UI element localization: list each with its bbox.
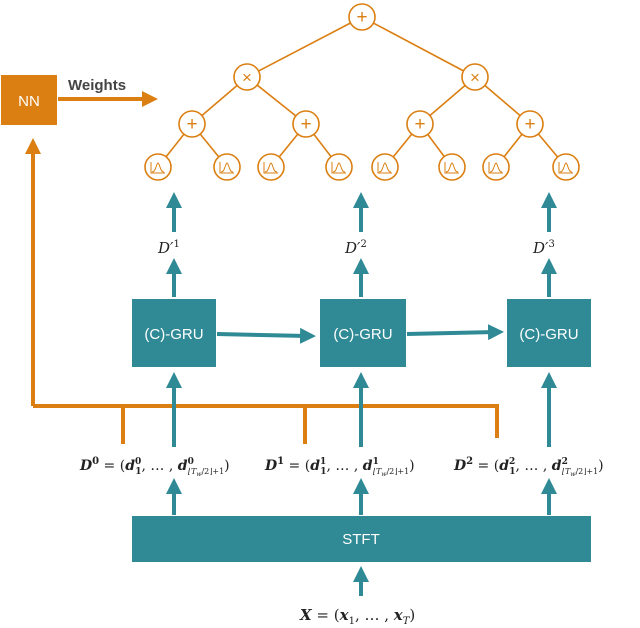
tree-product-node: × xyxy=(233,63,261,91)
distribution-leaf-node xyxy=(325,153,353,181)
tree-edge xyxy=(246,16,363,78)
output-label-3: D′3 xyxy=(532,239,555,257)
distribution-leaf-node xyxy=(438,153,466,181)
gru-label: (C)-GRU xyxy=(333,326,392,343)
sum-symbol: + xyxy=(300,114,311,135)
sum-symbol: + xyxy=(414,114,425,135)
distribution-leaf-node xyxy=(371,153,399,181)
tree-sum-node: + xyxy=(516,110,544,138)
nn-label: NN xyxy=(18,93,40,110)
distribution-leaf-node xyxy=(257,153,285,181)
sum-symbol: + xyxy=(186,114,197,135)
distribution-leaf-node xyxy=(213,153,241,181)
gaussian-icon xyxy=(150,162,165,174)
gru-row: (C)-GRU (C)-GRU (C)-GRU xyxy=(132,299,591,367)
gru-recurrent-arrow xyxy=(216,327,316,344)
distribution-leaf-node xyxy=(144,153,172,181)
gru-box-1 xyxy=(132,299,216,367)
signal-label: X = (x1, … , xT) xyxy=(299,606,415,627)
gaussian-icon xyxy=(444,162,459,174)
tree-leaves xyxy=(144,153,580,181)
gaussian-icon xyxy=(488,162,503,174)
distribution-leaf-node xyxy=(482,153,510,181)
product-symbol: × xyxy=(242,68,252,87)
gaussian-icon xyxy=(558,162,573,174)
stft-box xyxy=(132,516,591,562)
tree-sum-node: + xyxy=(406,110,434,138)
gru-recurrent-arrow xyxy=(406,324,504,341)
gru-box-3 xyxy=(507,299,591,367)
gaussian-icon xyxy=(331,162,346,174)
gru-box-2 xyxy=(320,299,406,367)
output-label-2: D′2 xyxy=(344,239,367,257)
tree-sum-node: + xyxy=(178,110,206,138)
tree-edge xyxy=(361,16,476,78)
gaussian-icon xyxy=(377,162,392,174)
nn-box xyxy=(1,75,57,125)
stft-label: STFT xyxy=(342,531,380,548)
distribution-leaf-node xyxy=(552,153,580,181)
gru-label: (C)-GRU xyxy=(144,326,203,343)
tree-root-sum-node: + xyxy=(348,3,376,31)
mixture-tree xyxy=(157,16,567,168)
tree-product-node: × xyxy=(461,63,489,91)
weights-label: Weights xyxy=(68,77,126,94)
nn-input-path xyxy=(25,138,499,444)
sum-symbol: + xyxy=(356,7,367,28)
tree-sum-node: + xyxy=(292,110,320,138)
gaussian-icon xyxy=(263,162,278,174)
sum-symbol: + xyxy=(524,114,535,135)
gaussian-icon xyxy=(219,162,234,174)
product-symbol: × xyxy=(470,68,480,87)
output-label-1: D′1 xyxy=(157,239,180,257)
gru-label: (C)-GRU xyxy=(519,326,578,343)
